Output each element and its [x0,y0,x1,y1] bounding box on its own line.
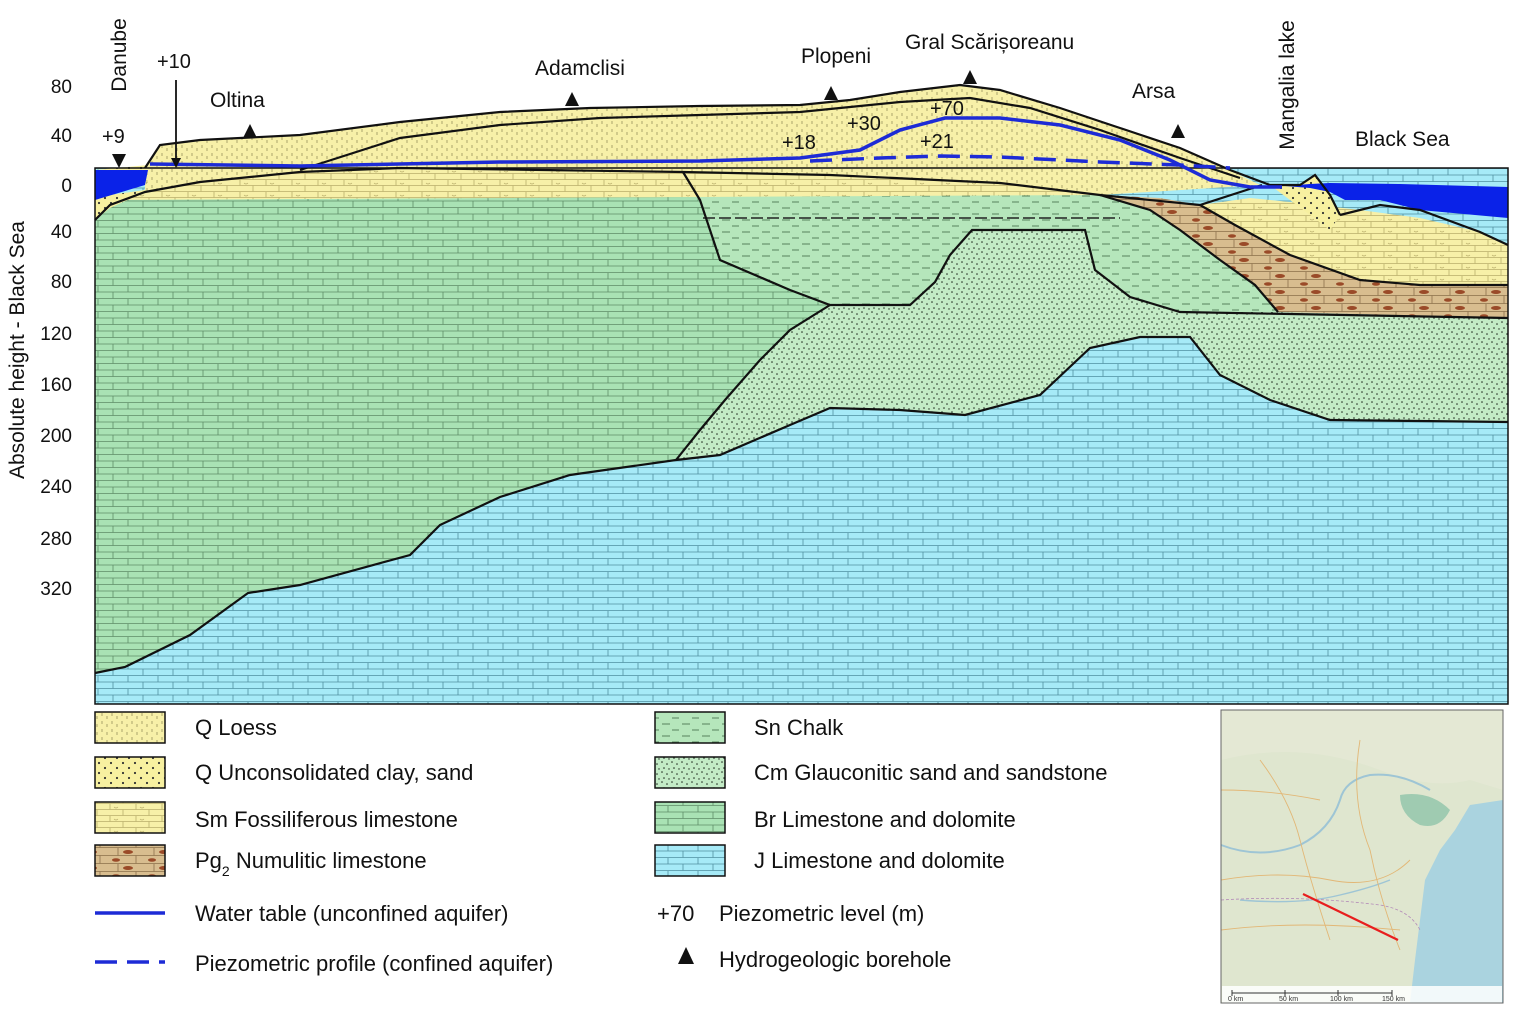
black-sea-water [1285,183,1508,218]
scale-label: 100 km [1330,996,1353,1003]
label-danube: Danube [108,18,131,92]
legend-sn-chalk: Sn Chalk [754,715,844,740]
legend: Q Loess Q Unconsolidated clay, sand Sm F… [94,711,1107,976]
borehole-gral [963,70,977,84]
scale-label: 150 km [1382,996,1405,1003]
borehole-adamclisi [565,92,579,106]
piezo-label: +21 [920,131,954,153]
y-tick: 0 [61,176,72,197]
contacts [94,83,1509,675]
piezo-label: +10 [157,51,191,73]
layer-cm-glauconitic [676,230,1508,460]
y-tick: 320 [40,579,72,600]
layer-sm-limestone [95,168,1508,285]
legend-cm-glauconitic: Cm Glauconitic sand and sandstone [754,760,1107,785]
y-tick: 240 [40,477,72,498]
legend-piezo-level-sample: +70 [657,901,694,926]
borehole-danube [112,154,126,168]
y-tick: 40 [51,222,72,243]
layer-br-limestone [95,168,830,673]
borehole-plopeni [824,86,838,100]
y-tick: 80 [51,272,72,293]
legend-piezo-level: Piezometric level (m) [719,901,924,926]
legend-clay-sand: Q Unconsolidated clay, sand [195,760,473,785]
layer-sn-chalk [683,172,1278,312]
swatch-pg2-numulitic [94,844,166,877]
inset-sea [1410,800,1503,1003]
scale-label: 50 km [1279,996,1298,1003]
piezo-label: +70 [930,98,964,120]
legend-sm-limestone: Sm Fossiliferous limestone [195,807,458,832]
legend-piezo-profile: Piezometric profile (confined aquifer) [195,951,553,976]
y-tick: 80 [51,77,72,98]
legend-borehole: Hydrogeologic borehole [719,947,951,972]
y-tick: 160 [40,375,72,396]
swatch-clay-sand [94,756,166,789]
y-tick: 40 [51,126,72,147]
piezo-label: +18 [782,132,816,154]
y-tick: 280 [40,529,72,550]
y-tick: 200 [40,426,72,447]
y-axis-label: Absolute height - Black Sea [6,221,29,479]
section-frame [94,167,1509,705]
boreholes [112,70,1185,168]
legend-loess: Q Loess [195,715,277,740]
swatch-loess [94,711,166,744]
piezometric-profile-line [809,154,1231,170]
inset-danube [1220,773,1431,854]
legend-pg2-numulitic: Pg2 Numulitic limestone [195,848,427,879]
label-mangalia: Mangalia lake [1276,20,1299,150]
swatch-cm-glauconitic [654,756,726,789]
y-axis: 80 40 0 40 80 120 160 200 240 280 320 [40,77,72,600]
label-plopeni: Plopeni [801,45,871,68]
borehole-oltina [243,124,257,138]
legend-borehole-icon [678,947,694,964]
swatch-j-limestone [654,844,726,877]
scale-label: 0 km [1228,996,1243,1003]
section-body [94,70,1509,705]
swatch-br-limestone [654,801,726,834]
legend-br-limestone: Br Limestone and dolomite [754,807,1016,832]
y-tick: 120 [40,324,72,345]
danube-water [95,170,148,200]
piezo-label: +30 [847,113,881,135]
legend-j-limestone: J Limestone and dolomite [754,848,1005,873]
swatch-sn-chalk [654,711,726,744]
legend-water-table: Water table (unconfined aquifer) [195,901,508,926]
borehole-arsa [1171,124,1185,138]
label-adamclisi: Adamclisi [535,57,625,80]
label-black-sea: Black Sea [1355,128,1450,151]
piezo-label: +9 [102,126,125,148]
label-arsa: Arsa [1132,80,1176,103]
label-gral: Gral Scărișoreanu [905,31,1074,54]
inset-profile-line [1302,893,1399,941]
water-table-line [149,116,1282,189]
inset-map: 0 km 50 km 100 km 150 km [1220,709,1504,1004]
label-oltina: Oltina [210,89,265,112]
swatch-sm-limestone [94,801,166,834]
layer-pg2-numulitic [1100,195,1508,318]
